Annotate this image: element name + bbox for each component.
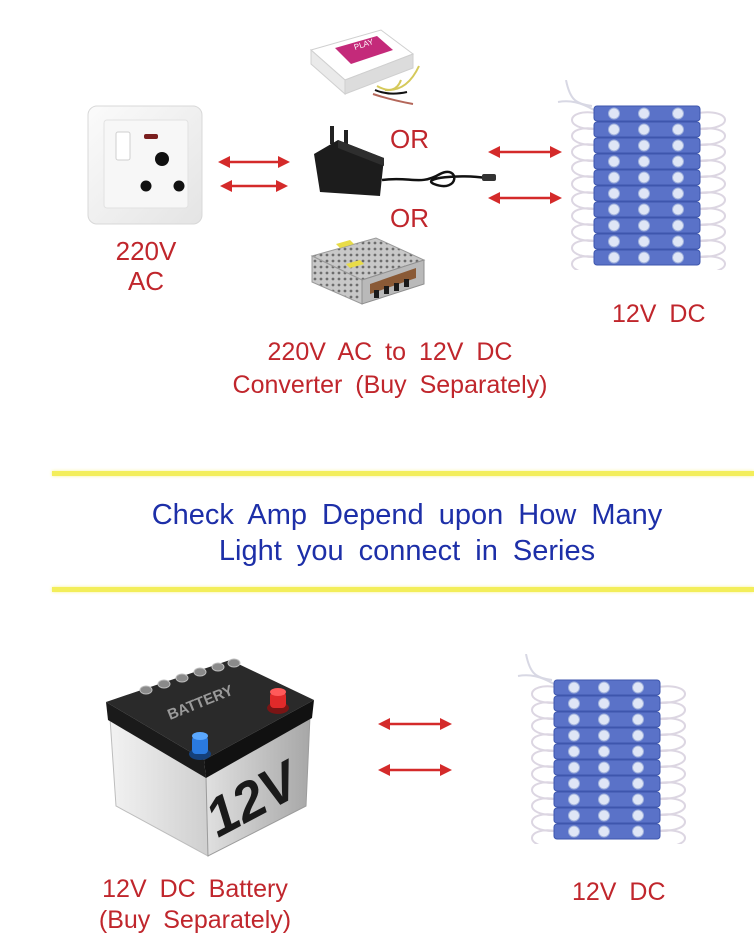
led-driver-icon: PLAY: [305, 28, 445, 108]
led-module: [553, 711, 661, 728]
led-module: [593, 169, 701, 186]
led-module: [593, 153, 701, 170]
double-arrow-icon: [216, 150, 292, 194]
wall-socket-icon: [86, 104, 204, 228]
led-module: [553, 743, 661, 760]
converter-label-line1: 220V AC to 12V DC: [267, 338, 513, 366]
load-label-bottom: 12V DC: [572, 878, 666, 906]
divider-bottom: [52, 587, 754, 592]
double-arrow-icon: [486, 140, 564, 204]
led-module: [553, 759, 661, 776]
divider-top: [52, 471, 754, 476]
led-module: [593, 105, 701, 122]
banner-line2: Light you connect in Series: [218, 535, 596, 567]
led-module: [553, 679, 661, 696]
led-module: [553, 695, 661, 712]
led-module: [553, 807, 661, 824]
banner-text: Check Amp Depend upon How Many Light you…: [52, 497, 754, 569]
battery-label-line1: 12V DC Battery: [102, 875, 288, 903]
source-voltage-text: 220V: [115, 236, 177, 266]
led-module: [553, 823, 661, 840]
led-module: [593, 201, 701, 218]
load-label-top: 12V DC: [612, 300, 706, 328]
converter-label: 220V AC to 12V DC Converter (Buy Separat…: [170, 336, 610, 402]
led-module: [593, 137, 701, 154]
led-module: [553, 775, 661, 792]
led-module: [593, 249, 701, 266]
led-module: [593, 217, 701, 234]
or-label-2: OR: [390, 203, 429, 233]
battery-label: 12V DC Battery (Buy Separately): [70, 874, 320, 936]
led-module: [553, 791, 661, 808]
converter-label-line2: Converter (Buy Separately): [232, 371, 548, 399]
car-battery-icon: BATTERY 12V: [100, 656, 320, 866]
led-module: [593, 121, 701, 138]
battery-label-line2: (Buy Separately): [98, 906, 292, 934]
power-supply-icon: [306, 234, 430, 306]
or-label-1: OR: [390, 124, 429, 154]
source-type-text: AC: [127, 266, 165, 296]
led-module-strip-icon: [516, 654, 706, 844]
banner-line1: Check Amp Depend upon How Many: [151, 499, 663, 531]
double-arrow-icon: [376, 714, 454, 778]
source-label: 220V AC: [96, 236, 196, 296]
led-module: [593, 185, 701, 202]
wall-adapter-icon: [310, 124, 500, 204]
led-module-strip-icon: [556, 80, 746, 270]
led-module: [593, 233, 701, 250]
led-module: [553, 727, 661, 744]
